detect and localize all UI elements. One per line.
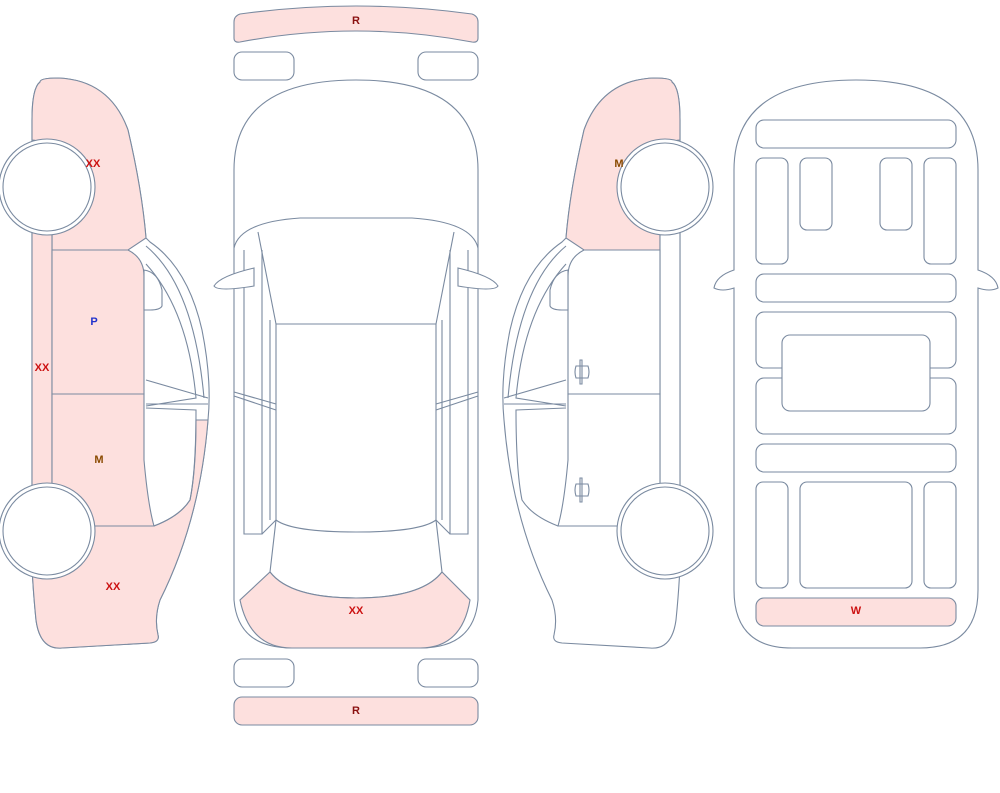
left-rear-door-code: M [94,454,103,466]
right-pillar-lines [435,391,479,535]
right-rocker-sill [659,227,681,493]
right-rear-window [515,407,567,527]
rear-left-taillight [233,658,295,688]
left-rear-quarter-code: XX [106,581,121,593]
underside-view: W [713,79,999,649]
right-mirror-top [457,267,499,290]
right-rear-door-handle [574,477,590,503]
right-front-door[interactable] [567,249,661,395]
right-front-door-handle [574,359,590,385]
underside-rear-crossmember [755,443,957,473]
underside-spare-well [799,481,913,589]
right-mirror [549,269,569,311]
left-pillar-lines [233,391,277,535]
rear-right-taillight [417,658,479,688]
underside-front-crossmember [755,273,957,303]
left-a-pillar [145,245,205,399]
hood-shape [233,217,479,249]
underside-rear-panel-code: W [851,605,862,617]
right-rear-wheel [620,486,710,576]
left-rocker-sill-code: XX [35,362,50,374]
left-rear-wheel [2,486,92,576]
left-rear-window [145,407,197,527]
left-front-door-code: P [90,316,97,328]
hood-code: XX [349,605,364,617]
right-belt-line [503,379,567,405]
left-front-door[interactable] [51,249,145,395]
left-side-view: XX XX P M XX [0,77,210,649]
left-side-glass [243,250,271,535]
underside-front-panel [755,119,957,149]
underside-right-rear-rail [923,481,957,589]
underside-right-front-rail [923,157,957,265]
underside-rear-panel[interactable] [755,597,957,627]
underside-left-rear-rail [755,481,789,589]
top-view: R XX R [213,5,499,726]
left-front-wheel [2,142,92,232]
right-side-glass [441,250,469,535]
right-front-fender-code: M [614,158,623,170]
underside-left-front-rail [755,157,789,265]
roof [275,323,437,533]
underside-center-tunnel [781,334,931,412]
left-mirror [143,269,163,311]
right-front-wheel [620,142,710,232]
left-rocker-sill[interactable] [31,227,53,493]
left-belt-line [145,379,209,405]
rear-bumper[interactable] [233,696,479,726]
right-a-pillar [507,245,567,399]
underside-left-inner-rail [799,157,833,231]
right-side-view: M [502,77,714,649]
left-mirror-top [213,267,255,290]
trunk-lid[interactable] [239,571,471,649]
left-front-fender-code: XX [86,158,101,170]
front-bumper[interactable] [233,5,479,43]
front-bumper-code: R [352,15,360,27]
rear-bumper-code: R [352,705,360,717]
front-right-headlight [417,51,479,81]
underside-right-inner-rail [879,157,913,231]
front-left-headlight [233,51,295,81]
